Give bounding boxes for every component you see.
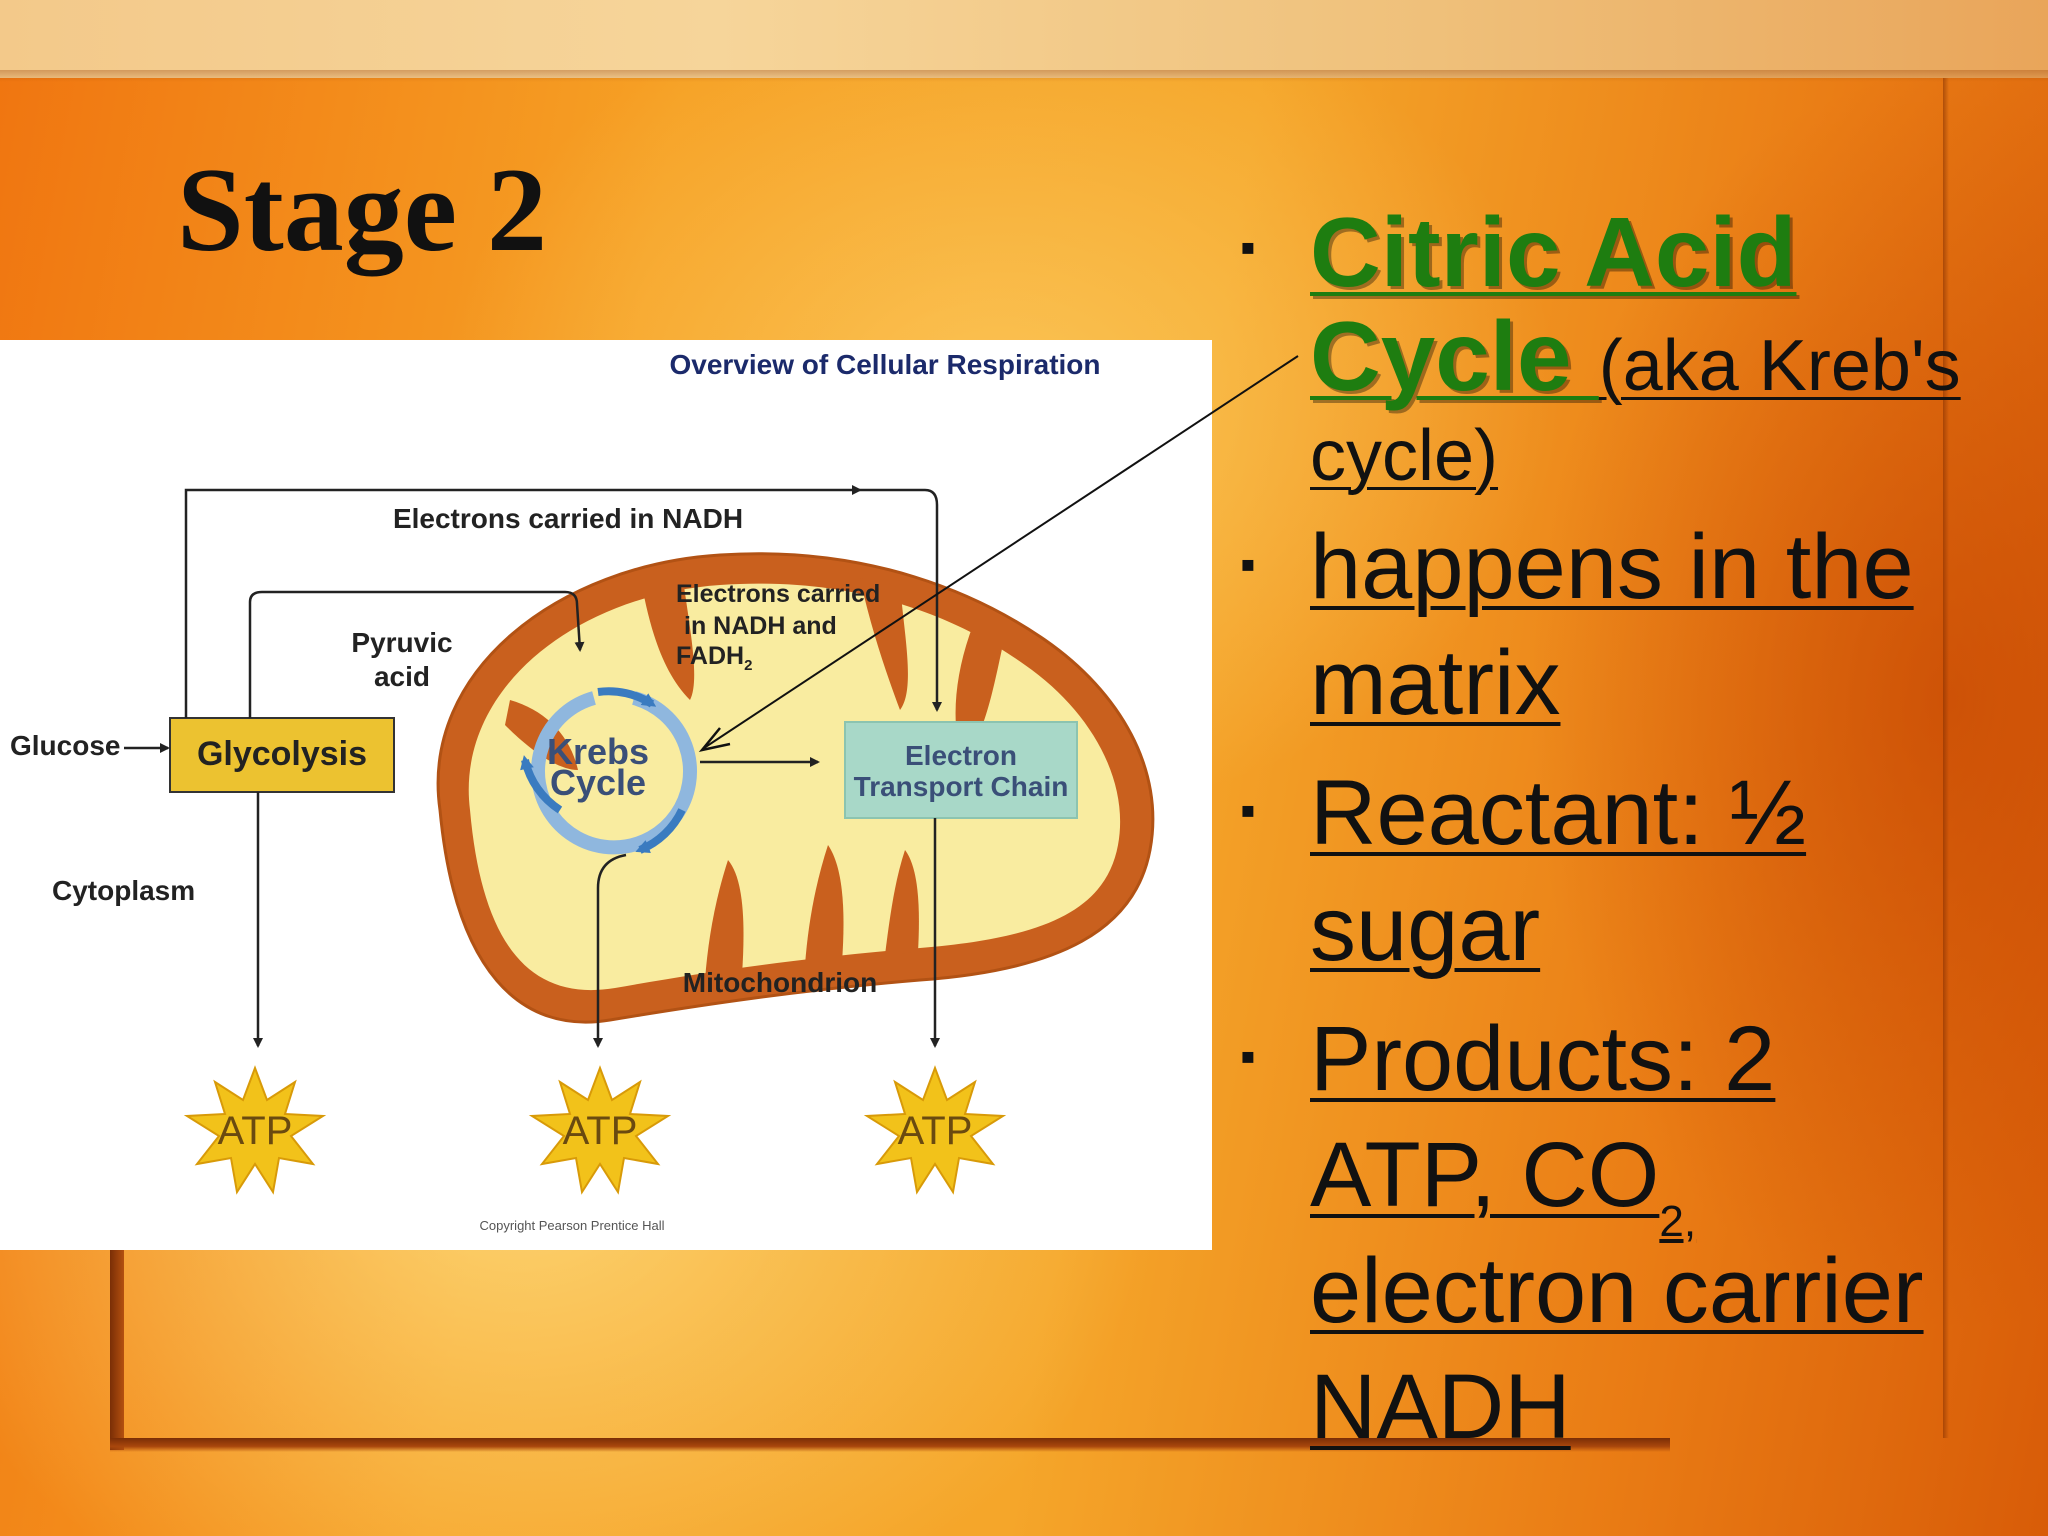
atp-label: ATP xyxy=(563,1109,638,1153)
fadh-text: FADH xyxy=(676,642,744,670)
bullet-list: ▪ Citric Acid Cycle (aka Kreb's cycle) ▪… xyxy=(1240,200,2040,1465)
cellular-respiration-diagram: Overview of Cellular Respiration Krebs C… xyxy=(10,349,1155,1233)
slide-frame-bottom-edge xyxy=(110,1438,1670,1452)
etc-label: Electron xyxy=(905,740,1017,771)
nadh-fadh-label: in NADH and xyxy=(684,612,837,640)
glycolysis-box xyxy=(169,717,395,793)
pyruvic-acid-label: Pyruvic xyxy=(351,627,452,658)
pyruvic-acid-path xyxy=(248,590,585,718)
bullet-marker-icon: ▪ xyxy=(1240,223,1256,272)
bullet-matrix: ▪ happens in the matrix xyxy=(1240,509,2040,741)
co2-subscript: 2, xyxy=(1659,1197,1697,1246)
bullet-reactant: ▪ Reactant: ½ sugar xyxy=(1240,755,2040,987)
mitochondrion-crista xyxy=(805,845,844,965)
cycle-term: Cycle xyxy=(1310,301,1599,411)
nadh-electron-path xyxy=(184,485,862,718)
mitochondrion-crista xyxy=(885,850,919,955)
products-atp-co2-text: ATP, CO xyxy=(1310,1124,1660,1226)
slide-right-frame-shadow xyxy=(1943,78,1949,1438)
reactant-text: Reactant: ½ sugar xyxy=(1310,762,1807,980)
atp-burst: ATP xyxy=(183,1065,327,1195)
krebs-cycle-label: Krebs xyxy=(547,731,649,772)
krebs-cycle-ring xyxy=(531,691,697,855)
bullet-marker-icon: ▪ xyxy=(1240,1032,1256,1081)
figure-copyright: Copyright Pearson Prentice Hall xyxy=(480,1218,665,1233)
atp-arrow xyxy=(593,853,627,1048)
atp-label: ATP xyxy=(218,1109,293,1153)
matrix-text: happens in the matrix xyxy=(1310,516,1914,734)
etc-label: Transport Chain xyxy=(854,771,1069,802)
slide-title: Stage 2 xyxy=(177,143,547,276)
mitochondrion-crista xyxy=(705,860,744,980)
nadh-fadh-label: Electrons carried xyxy=(676,580,880,608)
cytoplasm-label: Cytoplasm xyxy=(52,875,195,906)
krebs-cycle-arrow xyxy=(520,755,563,814)
mitochondrion-crista xyxy=(640,572,695,700)
cellular-respiration-figure: Overview of Cellular Respiration Krebs C… xyxy=(0,340,1212,1250)
atp-burst: ATP xyxy=(863,1065,1007,1195)
slide-top-band-shadow xyxy=(0,70,2048,82)
krebs-cycle-label: Cycle xyxy=(550,762,646,803)
nadh-fadh-label: FADH2 xyxy=(676,642,752,674)
bullet-marker-icon: ▪ xyxy=(1240,540,1256,589)
citric-acid-term: Citric Acid xyxy=(1310,197,1797,307)
mitochondrion-label: Mitochondrion xyxy=(683,967,877,998)
atp-label: ATP xyxy=(898,1109,973,1153)
aka-krebs-text-line2: cycle) xyxy=(1310,416,1499,496)
fadh-subscript: 2 xyxy=(744,657,752,674)
bullet-marker-icon: ▪ xyxy=(1240,786,1256,835)
glycolysis-label: Glycolysis xyxy=(197,735,367,773)
slide-top-band xyxy=(0,0,2048,78)
glucose-label: Glucose xyxy=(10,730,120,761)
figure-heading: Overview of Cellular Respiration xyxy=(669,349,1100,380)
bullet-citric-acid-cycle: ▪ Citric Acid Cycle (aka Kreb's cycle) xyxy=(1240,200,2040,501)
aka-krebs-text: (aka Kreb's xyxy=(1598,326,1961,406)
slide-frame-left-edge xyxy=(110,1240,124,1450)
nadh-top-label: Electrons carried in NADH xyxy=(393,503,743,534)
bullet-products: ▪ Products: 2 ATP, CO2, electron carrier… xyxy=(1240,1001,2040,1465)
products-electron-carrier-text: electron carrier NADH xyxy=(1310,1240,1924,1458)
atp-burst: ATP xyxy=(528,1065,672,1195)
products-text: Products: 2 xyxy=(1310,1008,1776,1110)
pyruvic-acid-label: acid xyxy=(374,661,430,692)
krebs-cycle-arrow xyxy=(635,808,686,854)
krebs-cycle-arrow xyxy=(597,687,657,708)
